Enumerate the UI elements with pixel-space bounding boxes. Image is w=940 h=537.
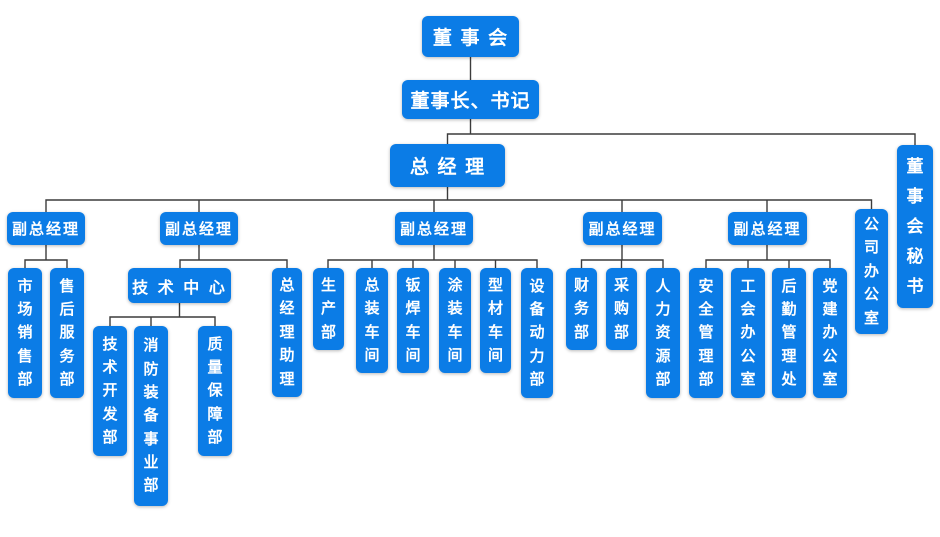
node-chairman: 董事长、书记 bbox=[402, 80, 539, 119]
node-deputy-gm-finance: 副总经理 bbox=[583, 212, 662, 245]
connector-branch-admin bbox=[705, 245, 831, 268]
node-painting-workshop: 涂装车间 bbox=[439, 268, 471, 373]
node-profile-workshop: 型材车间 bbox=[480, 268, 511, 373]
node-production-dept: 生产部 bbox=[313, 268, 344, 350]
node-safety-management-dept: 安全管理部 bbox=[689, 268, 723, 398]
node-gm-assistant: 总经理助理 bbox=[272, 268, 302, 397]
node-deputy-gm-admin: 副总经理 bbox=[728, 212, 807, 245]
node-deputy-gm-sales: 副总经理 bbox=[7, 212, 85, 245]
node-final-assembly-workshop: 总装车间 bbox=[356, 268, 388, 373]
node-sheet-metal-welding-workshop: 钣焊车间 bbox=[397, 268, 429, 373]
connector-tech-center-children bbox=[109, 303, 216, 326]
node-logistics-management-office: 后勤管理处 bbox=[772, 268, 806, 398]
node-finance-dept: 财务部 bbox=[566, 268, 597, 350]
node-tech-development-dept: 技术开发部 bbox=[93, 326, 127, 456]
node-party-building-office: 党建办公室 bbox=[813, 268, 847, 398]
node-hr-dept: 人力资源部 bbox=[646, 268, 680, 398]
connector-deputy-row bbox=[45, 199, 873, 212]
connector-branch-sales bbox=[24, 245, 68, 268]
node-company-office: 公司办公室 bbox=[855, 209, 888, 334]
connector-branch-production bbox=[327, 245, 538, 268]
node-quality-assurance-dept: 质量保障部 bbox=[198, 326, 232, 456]
connector-branch-finance bbox=[580, 245, 664, 268]
node-procurement-dept: 采购部 bbox=[606, 268, 637, 350]
node-board: 董 事 会 bbox=[422, 16, 519, 57]
connector-gm-secretary-branch bbox=[446, 133, 916, 145]
node-fire-equipment-division: 消防装备事业部 bbox=[134, 326, 168, 506]
connector-branch-tech bbox=[179, 245, 288, 268]
node-board-secretary: 董事会秘书 bbox=[897, 145, 933, 308]
node-general-manager: 总 经 理 bbox=[390, 144, 505, 187]
node-after-sales-service-dept: 售后服务部 bbox=[50, 268, 84, 398]
node-deputy-gm-tech: 副总经理 bbox=[160, 212, 238, 245]
node-equipment-power-dept: 设备动力部 bbox=[521, 268, 553, 398]
node-marketing-sales-dept: 市场销售部 bbox=[8, 268, 42, 398]
node-deputy-gm-production: 副总经理 bbox=[395, 212, 473, 245]
node-tech-center: 技 术 中 心 bbox=[128, 268, 231, 303]
node-union-office: 工会办公室 bbox=[731, 268, 765, 398]
